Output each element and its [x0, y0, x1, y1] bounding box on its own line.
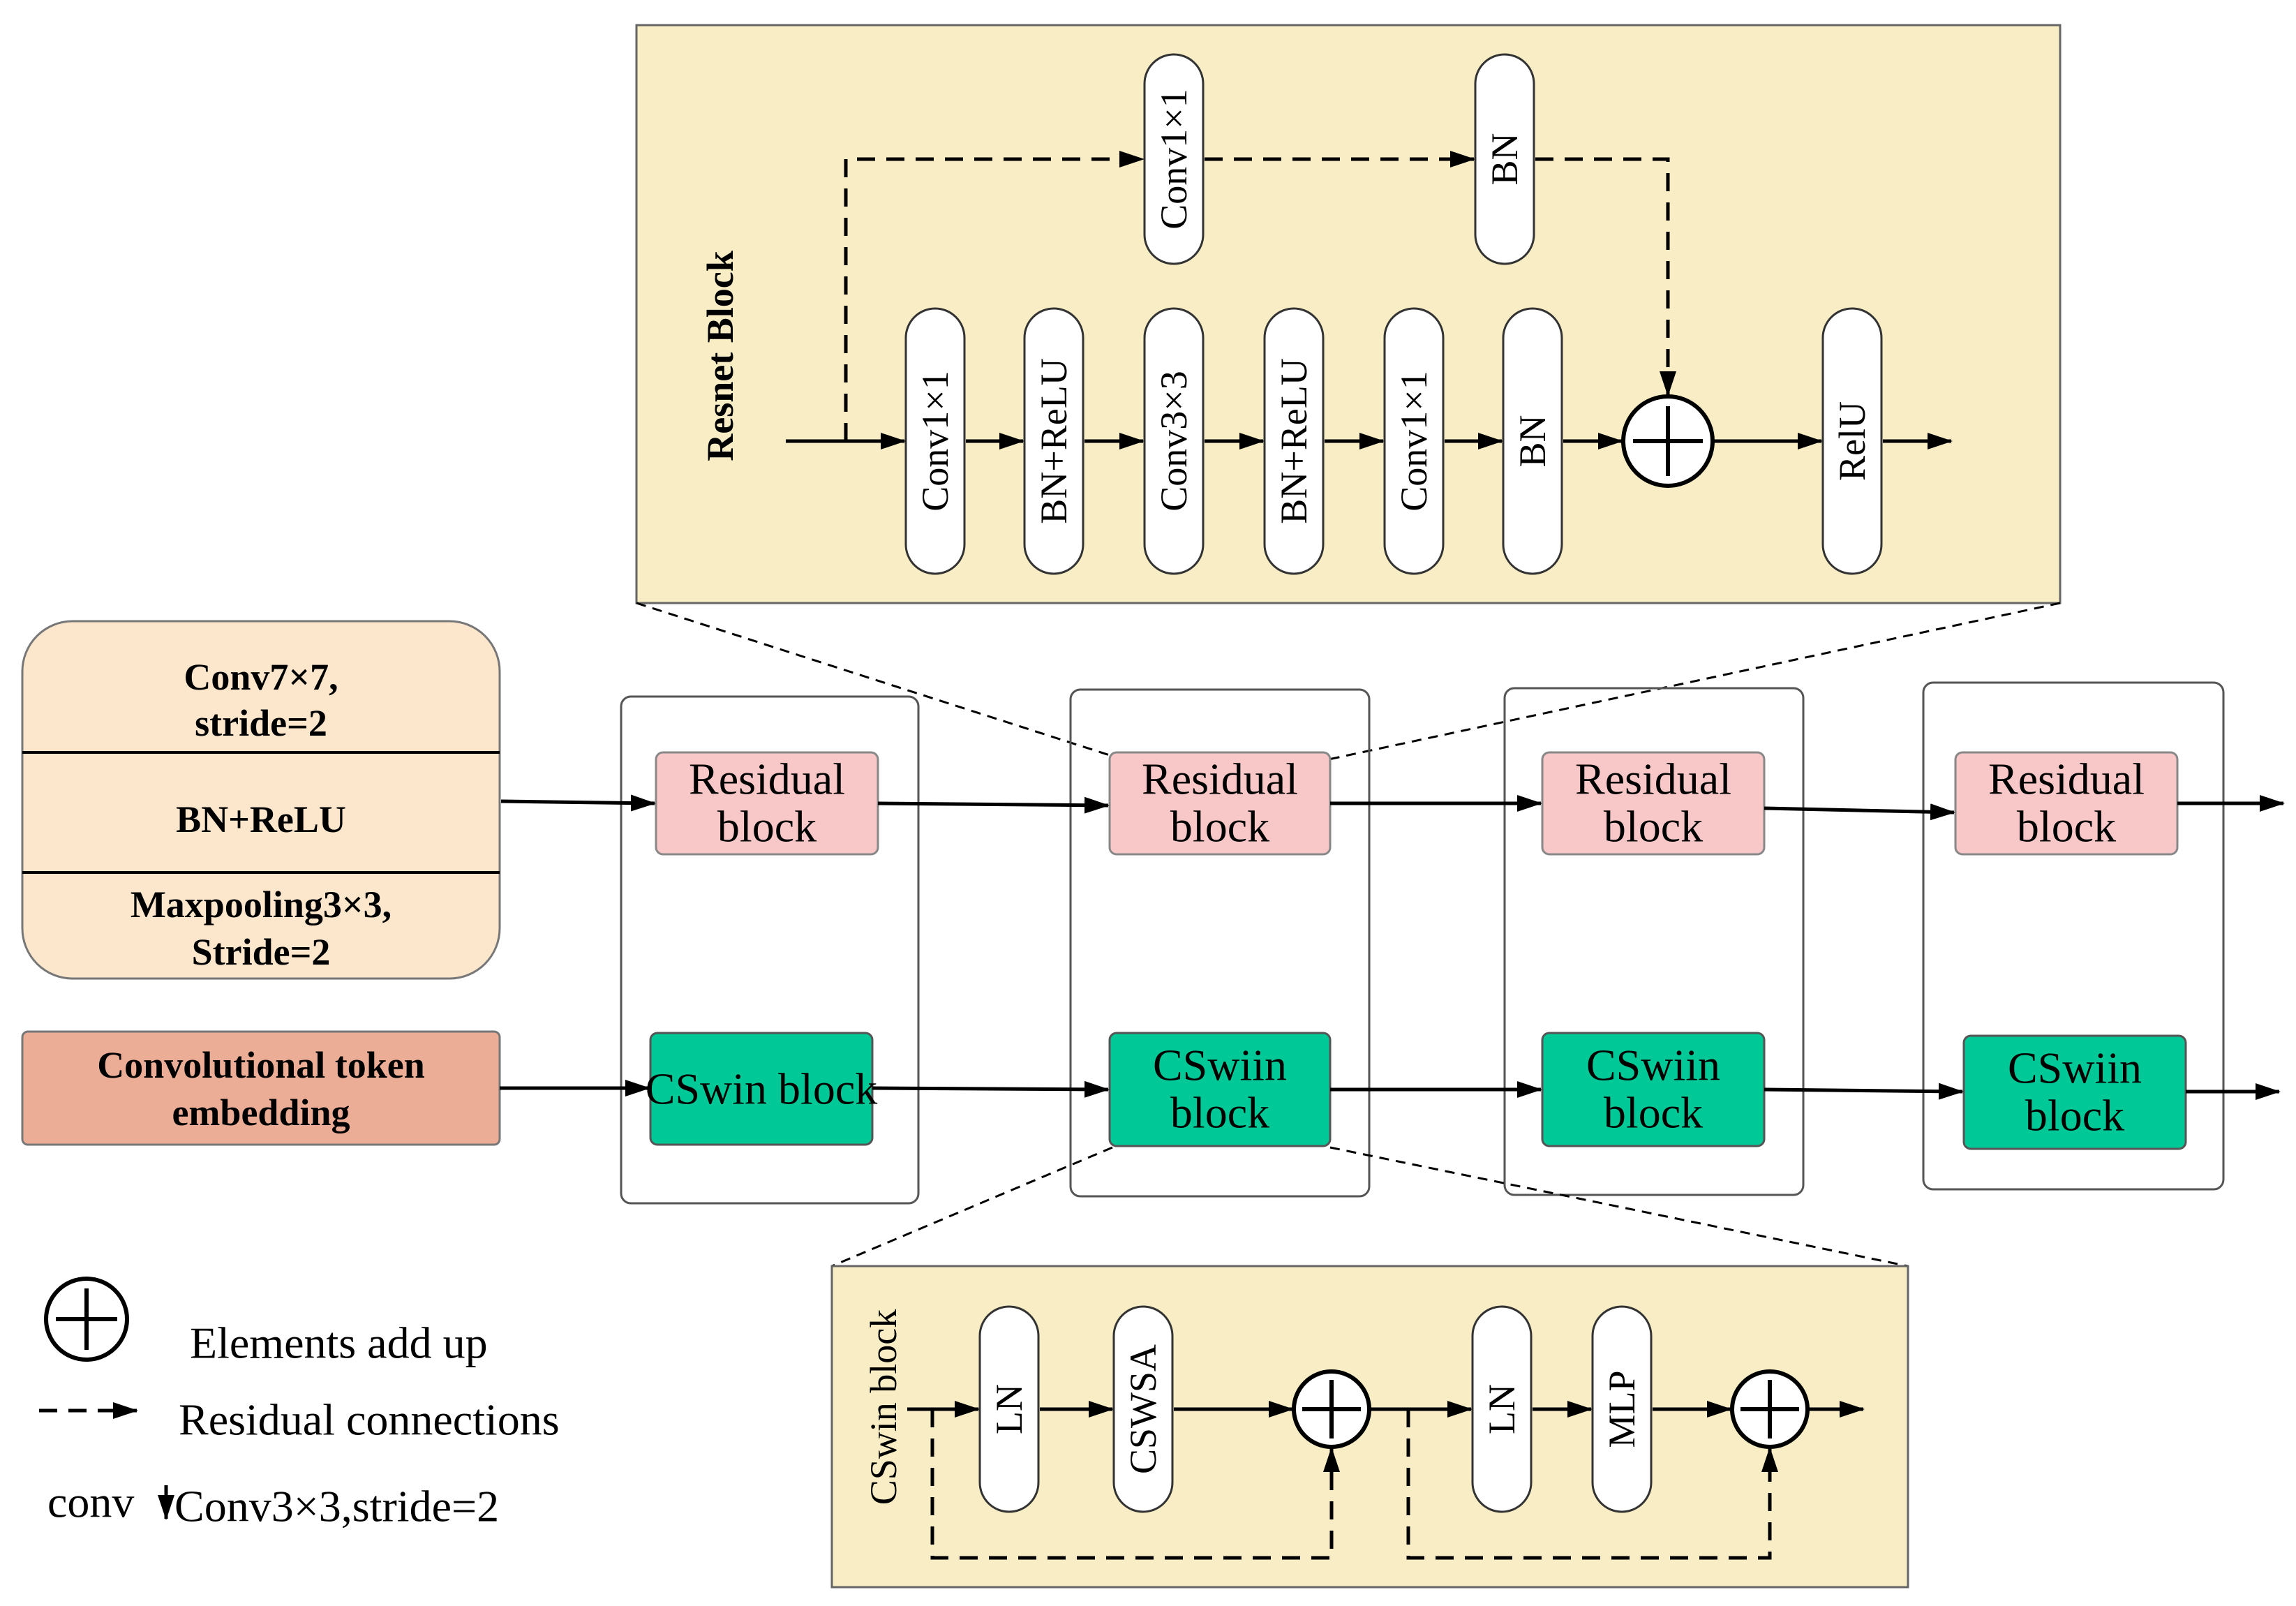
cswin-residual-arrows	[930, 1409, 1778, 1560]
resnet-op-bn-relu-b: BN+ReLU	[1263, 307, 1325, 575]
resnet-add-icon	[1621, 394, 1715, 488]
svg-text:Residual: Residual	[1575, 754, 1731, 804]
svg-text:CSwin block: CSwin block	[646, 1064, 877, 1114]
svg-text:LN: LN	[1481, 1384, 1523, 1434]
svg-text:BN+ReLU: BN+ReLU	[1273, 358, 1315, 523]
cswin-detail-title: CSwin block	[863, 1309, 904, 1505]
stage-1: Residual block CSwin block	[620, 695, 920, 1205]
residual-block: Residual block	[655, 751, 879, 856]
resnet-block-title: Resnet Block	[699, 251, 741, 461]
cswin-zoom-lines	[831, 1146, 1909, 1267]
resnet-op-bn-relu-a: BN+ReLU	[1023, 307, 1084, 575]
cswin-block: CSwin block	[646, 1032, 877, 1146]
svg-text:block: block	[1170, 1088, 1269, 1138]
svg-text:BN: BN	[1512, 415, 1553, 467]
token-embedding-block: Convolutional token embedding	[21, 1030, 501, 1146]
legend-conv-desc: Conv3×3,stride=2	[174, 1482, 499, 1531]
svg-text:block: block	[2017, 802, 2116, 852]
svg-text:CSwiin: CSwiin	[1586, 1041, 1720, 1090]
stem-pool-line1: Maxpooling3×3,	[131, 884, 392, 925]
svg-text:block: block	[717, 802, 817, 852]
svg-text:Residual: Residual	[689, 754, 845, 804]
cswin-op-ln-b: LN	[1471, 1305, 1533, 1513]
svg-text:RelU: RelU	[1831, 401, 1873, 481]
stem-pool-line2: Stride=2	[192, 931, 331, 973]
residual-block: Residual block	[1954, 751, 2179, 856]
svg-text:Residual: Residual	[1988, 754, 2145, 804]
svg-text:BN+ReLU: BN+ReLU	[1033, 358, 1075, 523]
stem-block: Conv7×7, stride=2 BN+ReLU Maxpooling3×3,…	[21, 620, 501, 980]
resnet-op-bn: BN	[1502, 307, 1563, 575]
cswin-block: CSwiin block	[1541, 1032, 1766, 1147]
resnet-shortcut-bn: BN	[1474, 53, 1535, 265]
legend-add-label: Elements add up	[190, 1318, 488, 1368]
cswin-detail-panel: CSwin block LN CSWSA LN MLP	[830, 1265, 1909, 1589]
resnet-op-conv3x3: Conv3×3	[1143, 307, 1205, 575]
residual-block: Residual block	[1541, 751, 1766, 856]
stem-conv-line2: stride=2	[195, 702, 327, 744]
svg-text:Conv3×3: Conv3×3	[1153, 371, 1195, 511]
legend-add-icon	[44, 1277, 129, 1362]
svg-text:block: block	[1604, 802, 1703, 852]
stem-conv-line1: Conv7×7,	[184, 656, 338, 698]
svg-text:block: block	[2025, 1091, 2124, 1140]
legend-residual-label: Residual connections	[179, 1395, 560, 1445]
stem-bn-relu: BN+ReLU	[176, 798, 346, 840]
svg-text:embedding: embedding	[172, 1092, 350, 1133]
resnet-op-conv1x1-a: Conv1×1	[904, 307, 966, 575]
stage-flow-arrows	[500, 794, 2285, 1100]
cswin-block: CSwiin block	[1108, 1032, 1332, 1147]
stage-4: Residual block CSwiin block	[1922, 681, 2225, 1191]
resnet-shortcut-arrows	[844, 151, 1676, 441]
resnet-block-panel: Resnet Block Conv1×1 BN+ReLU Conv3×3 BN+…	[635, 24, 2062, 604]
svg-text:Conv1×1: Conv1×1	[1393, 371, 1435, 511]
cswin-op-ln-a: LN	[978, 1305, 1040, 1513]
svg-text:Conv1×1: Conv1×1	[914, 371, 956, 511]
resnet-zoom-lines	[636, 602, 2061, 761]
svg-text:CSwiin: CSwiin	[2008, 1043, 2142, 1093]
svg-text:Conv1×1: Conv1×1	[1153, 89, 1195, 229]
stage-2: Residual block CSwiin block	[1069, 688, 1371, 1198]
legend: Elements add up Residual connections con…	[39, 1277, 560, 1531]
residual-block: Residual block	[1108, 751, 1332, 856]
svg-text:block: block	[1170, 802, 1269, 852]
cswin-op-mlp: MLP	[1591, 1305, 1653, 1513]
svg-text:Residual: Residual	[1142, 754, 1298, 804]
svg-text:LN: LN	[988, 1384, 1030, 1434]
legend-conv-prefix: conv	[47, 1478, 134, 1527]
cswin-add-icon-a	[1292, 1369, 1371, 1449]
resnet-shortcut-conv1x1: Conv1×1	[1143, 53, 1205, 265]
resnet-op-relu-final: RelU	[1821, 307, 1883, 575]
svg-text:Convolutional token: Convolutional token	[97, 1044, 425, 1086]
svg-text:BN: BN	[1484, 133, 1526, 185]
svg-text:block: block	[1604, 1088, 1703, 1138]
svg-text:CSWSA: CSWSA	[1122, 1344, 1164, 1474]
svg-text:MLP: MLP	[1601, 1370, 1643, 1448]
svg-text:CSwiin: CSwiin	[1153, 1041, 1287, 1090]
stage-3: Residual block CSwiin block	[1503, 687, 1805, 1196]
resnet-op-conv1x1-b: Conv1×1	[1383, 307, 1445, 575]
cswin-op-cswsa: CSWSA	[1112, 1305, 1174, 1513]
cswin-add-icon-b	[1730, 1369, 1810, 1449]
cswin-block: CSwiin block	[1962, 1034, 2187, 1150]
